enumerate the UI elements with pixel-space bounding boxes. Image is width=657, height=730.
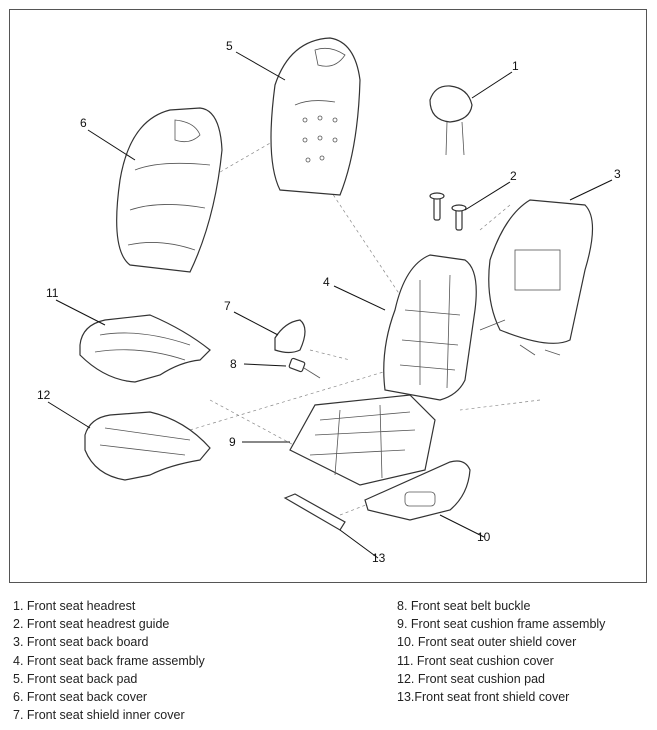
callout-12: 12 <box>37 388 51 402</box>
headrest-part <box>429 85 473 156</box>
callout-6: 6 <box>80 116 87 130</box>
callout-2: 2 <box>510 169 517 183</box>
legend-item: 9. Front seat cushion frame assembly <box>397 617 606 632</box>
leader-lines <box>47 51 613 559</box>
exploded-seat-diagram: 1 2 3 4 5 6 7 8 9 10 11 12 13 <box>9 9 647 583</box>
callout-8: 8 <box>230 357 237 371</box>
callout-10: 10 <box>477 530 491 544</box>
seat-back-frame-part <box>383 254 477 401</box>
legend-item: 5. Front seat back pad <box>13 671 138 686</box>
legend-item: 1. Front seat headrest <box>13 599 136 613</box>
seat-back-board-part <box>479 199 594 356</box>
legend-item: 8. Front seat belt buckle <box>397 599 531 613</box>
callout-3: 3 <box>614 167 621 181</box>
seat-cushion-cover-part <box>79 314 211 383</box>
seat-back-cover-part <box>116 107 223 273</box>
legend-item: 13.Front seat front shield cover <box>397 690 570 705</box>
legend-item: 4. Front seat back frame assembly <box>13 653 205 668</box>
legend-item: 7. Front seat shield inner cover <box>13 708 185 723</box>
callout-11: 11 <box>46 286 59 300</box>
callout-9: 9 <box>229 435 236 449</box>
callout-7: 7 <box>224 299 231 313</box>
callout-13: 13 <box>372 551 386 565</box>
legend-item: 6. Front seat back cover <box>13 690 148 705</box>
callout-5: 5 <box>226 39 233 53</box>
callout-labels: 1 2 3 4 5 6 7 8 9 10 11 12 13 <box>37 39 621 565</box>
legend-item: 10. Front seat outer shield cover <box>397 635 577 650</box>
callout-4: 4 <box>323 275 330 289</box>
legend-item: 3. Front seat back board <box>13 635 149 650</box>
front-shield-cover-part <box>283 493 346 531</box>
legend-left-column: 1. Front seat headrest 2. Front seat hea… <box>13 597 205 724</box>
seat-cushion-frame-part <box>289 394 436 486</box>
legend-right-column: 8. Front seat belt buckle 9. Front seat … <box>397 597 605 706</box>
legend-item: 11. Front seat cushion cover <box>397 653 554 668</box>
legend-item: 2. Front seat headrest guide <box>13 617 170 632</box>
pad-holes <box>302 115 338 163</box>
seat-cushion-pad-part <box>84 411 211 481</box>
belt-buckle-part <box>288 357 321 379</box>
outer-shield-cover-part <box>364 460 471 521</box>
diagram-canvas: 1 2 3 4 5 6 7 8 9 10 11 12 13 <box>37 37 621 565</box>
seat-back-pad-part <box>270 37 361 196</box>
shield-inner-cover-part <box>274 319 306 354</box>
headrest-guide-part <box>429 192 467 231</box>
callout-1: 1 <box>512 59 519 73</box>
legend-item: 12. Front seat cushion pad <box>397 671 546 686</box>
